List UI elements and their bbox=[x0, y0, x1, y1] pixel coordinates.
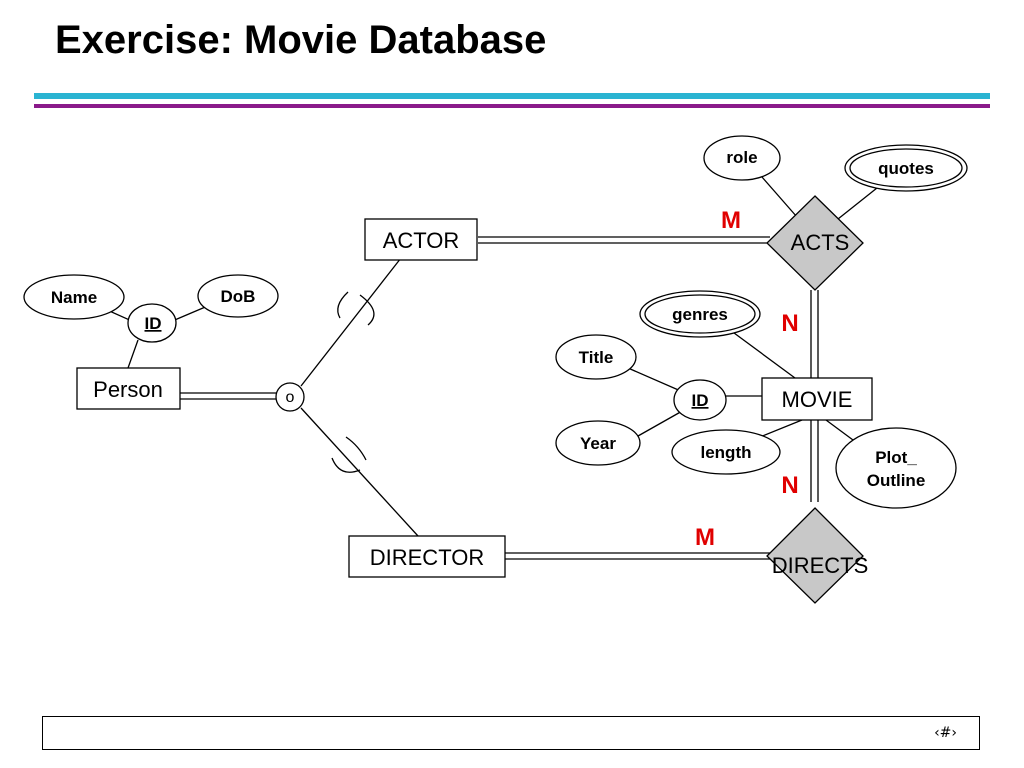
attr-title-label: Title bbox=[579, 348, 614, 367]
attr-movie-id-label: ID bbox=[692, 391, 709, 410]
title-id-line bbox=[627, 367, 684, 393]
attr-quotes-outer-ellipse bbox=[844, 144, 968, 192]
attr-title-ellipse bbox=[555, 334, 637, 380]
entity-movie-box bbox=[761, 377, 873, 421]
attr-quotes-inner-ellipse bbox=[849, 148, 963, 188]
cardinality-actor-acts: M bbox=[721, 207, 741, 234]
relationship-acts-label: ACTS bbox=[791, 230, 850, 255]
role-acts-line bbox=[761, 176, 798, 218]
attr-name-ellipse bbox=[23, 274, 125, 320]
attr-length-label: length bbox=[701, 443, 752, 462]
entity-actor-label: ACTOR bbox=[383, 228, 460, 253]
attr-genres-inner-ellipse bbox=[644, 294, 756, 334]
slide-number: ‹#› bbox=[934, 725, 957, 741]
attr-year-label: Year bbox=[580, 434, 616, 453]
title-rule-bottom bbox=[34, 104, 990, 108]
subset-arc-director bbox=[331, 436, 367, 473]
entity-person-label: Person bbox=[93, 377, 163, 402]
attr-length-ellipse bbox=[671, 429, 781, 475]
entity-director-label: DIRECTOR bbox=[370, 545, 485, 570]
attr-genres-outer-ellipse bbox=[639, 290, 761, 338]
id-person-line bbox=[127, 339, 139, 369]
specialization-symbol: o bbox=[286, 389, 295, 406]
attr-role-label: role bbox=[726, 148, 757, 167]
entity-movie-label: MOVIE bbox=[782, 387, 853, 412]
attr-person-id-ellipse bbox=[127, 303, 177, 343]
attr-plot-outline-ellipse bbox=[835, 427, 957, 509]
subset-arc-actor bbox=[337, 291, 375, 326]
entity-actor-box bbox=[364, 218, 478, 261]
attr-role-ellipse bbox=[703, 135, 781, 181]
cardinality-director-directs: M bbox=[695, 524, 715, 551]
attr-quotes-label: quotes bbox=[878, 159, 934, 178]
year-id-line bbox=[637, 409, 685, 437]
attr-movie-id-ellipse bbox=[673, 379, 727, 421]
spec-actor-line bbox=[300, 257, 402, 387]
attr-year-ellipse bbox=[555, 420, 641, 466]
attr-person-id-label: ID bbox=[145, 314, 162, 333]
cardinality-movie-acts: N bbox=[781, 310, 798, 337]
relationship-acts-diamond bbox=[766, 195, 864, 291]
attr-dob-label: DoB bbox=[221, 287, 256, 306]
relationship-directs-label: DIRECTS bbox=[772, 553, 869, 578]
specialization-circle bbox=[275, 382, 305, 412]
attr-genres-label: genres bbox=[672, 305, 728, 324]
relationship-directs-diamond bbox=[766, 507, 864, 604]
dob-id-line bbox=[169, 304, 211, 323]
attr-name-label: Name bbox=[51, 288, 97, 307]
footer-box: ‹#› bbox=[42, 716, 980, 750]
entity-director-box bbox=[348, 535, 506, 578]
spec-director-line bbox=[300, 407, 419, 537]
genres-movie-line bbox=[729, 329, 796, 379]
slide-title: Exercise: Movie Database bbox=[55, 18, 547, 62]
length-movie-line bbox=[759, 419, 803, 438]
attr-plot-outline-line2: Outline bbox=[867, 471, 926, 490]
cardinality-movie-directs: N bbox=[781, 472, 798, 499]
attr-plot-outline-line1: Plot_ bbox=[875, 448, 917, 467]
title-rule-top bbox=[34, 93, 990, 99]
plot-movie-line bbox=[825, 419, 854, 441]
entity-person-box bbox=[76, 367, 181, 410]
quotes-acts-line bbox=[837, 183, 883, 220]
attr-dob-ellipse bbox=[197, 274, 279, 318]
